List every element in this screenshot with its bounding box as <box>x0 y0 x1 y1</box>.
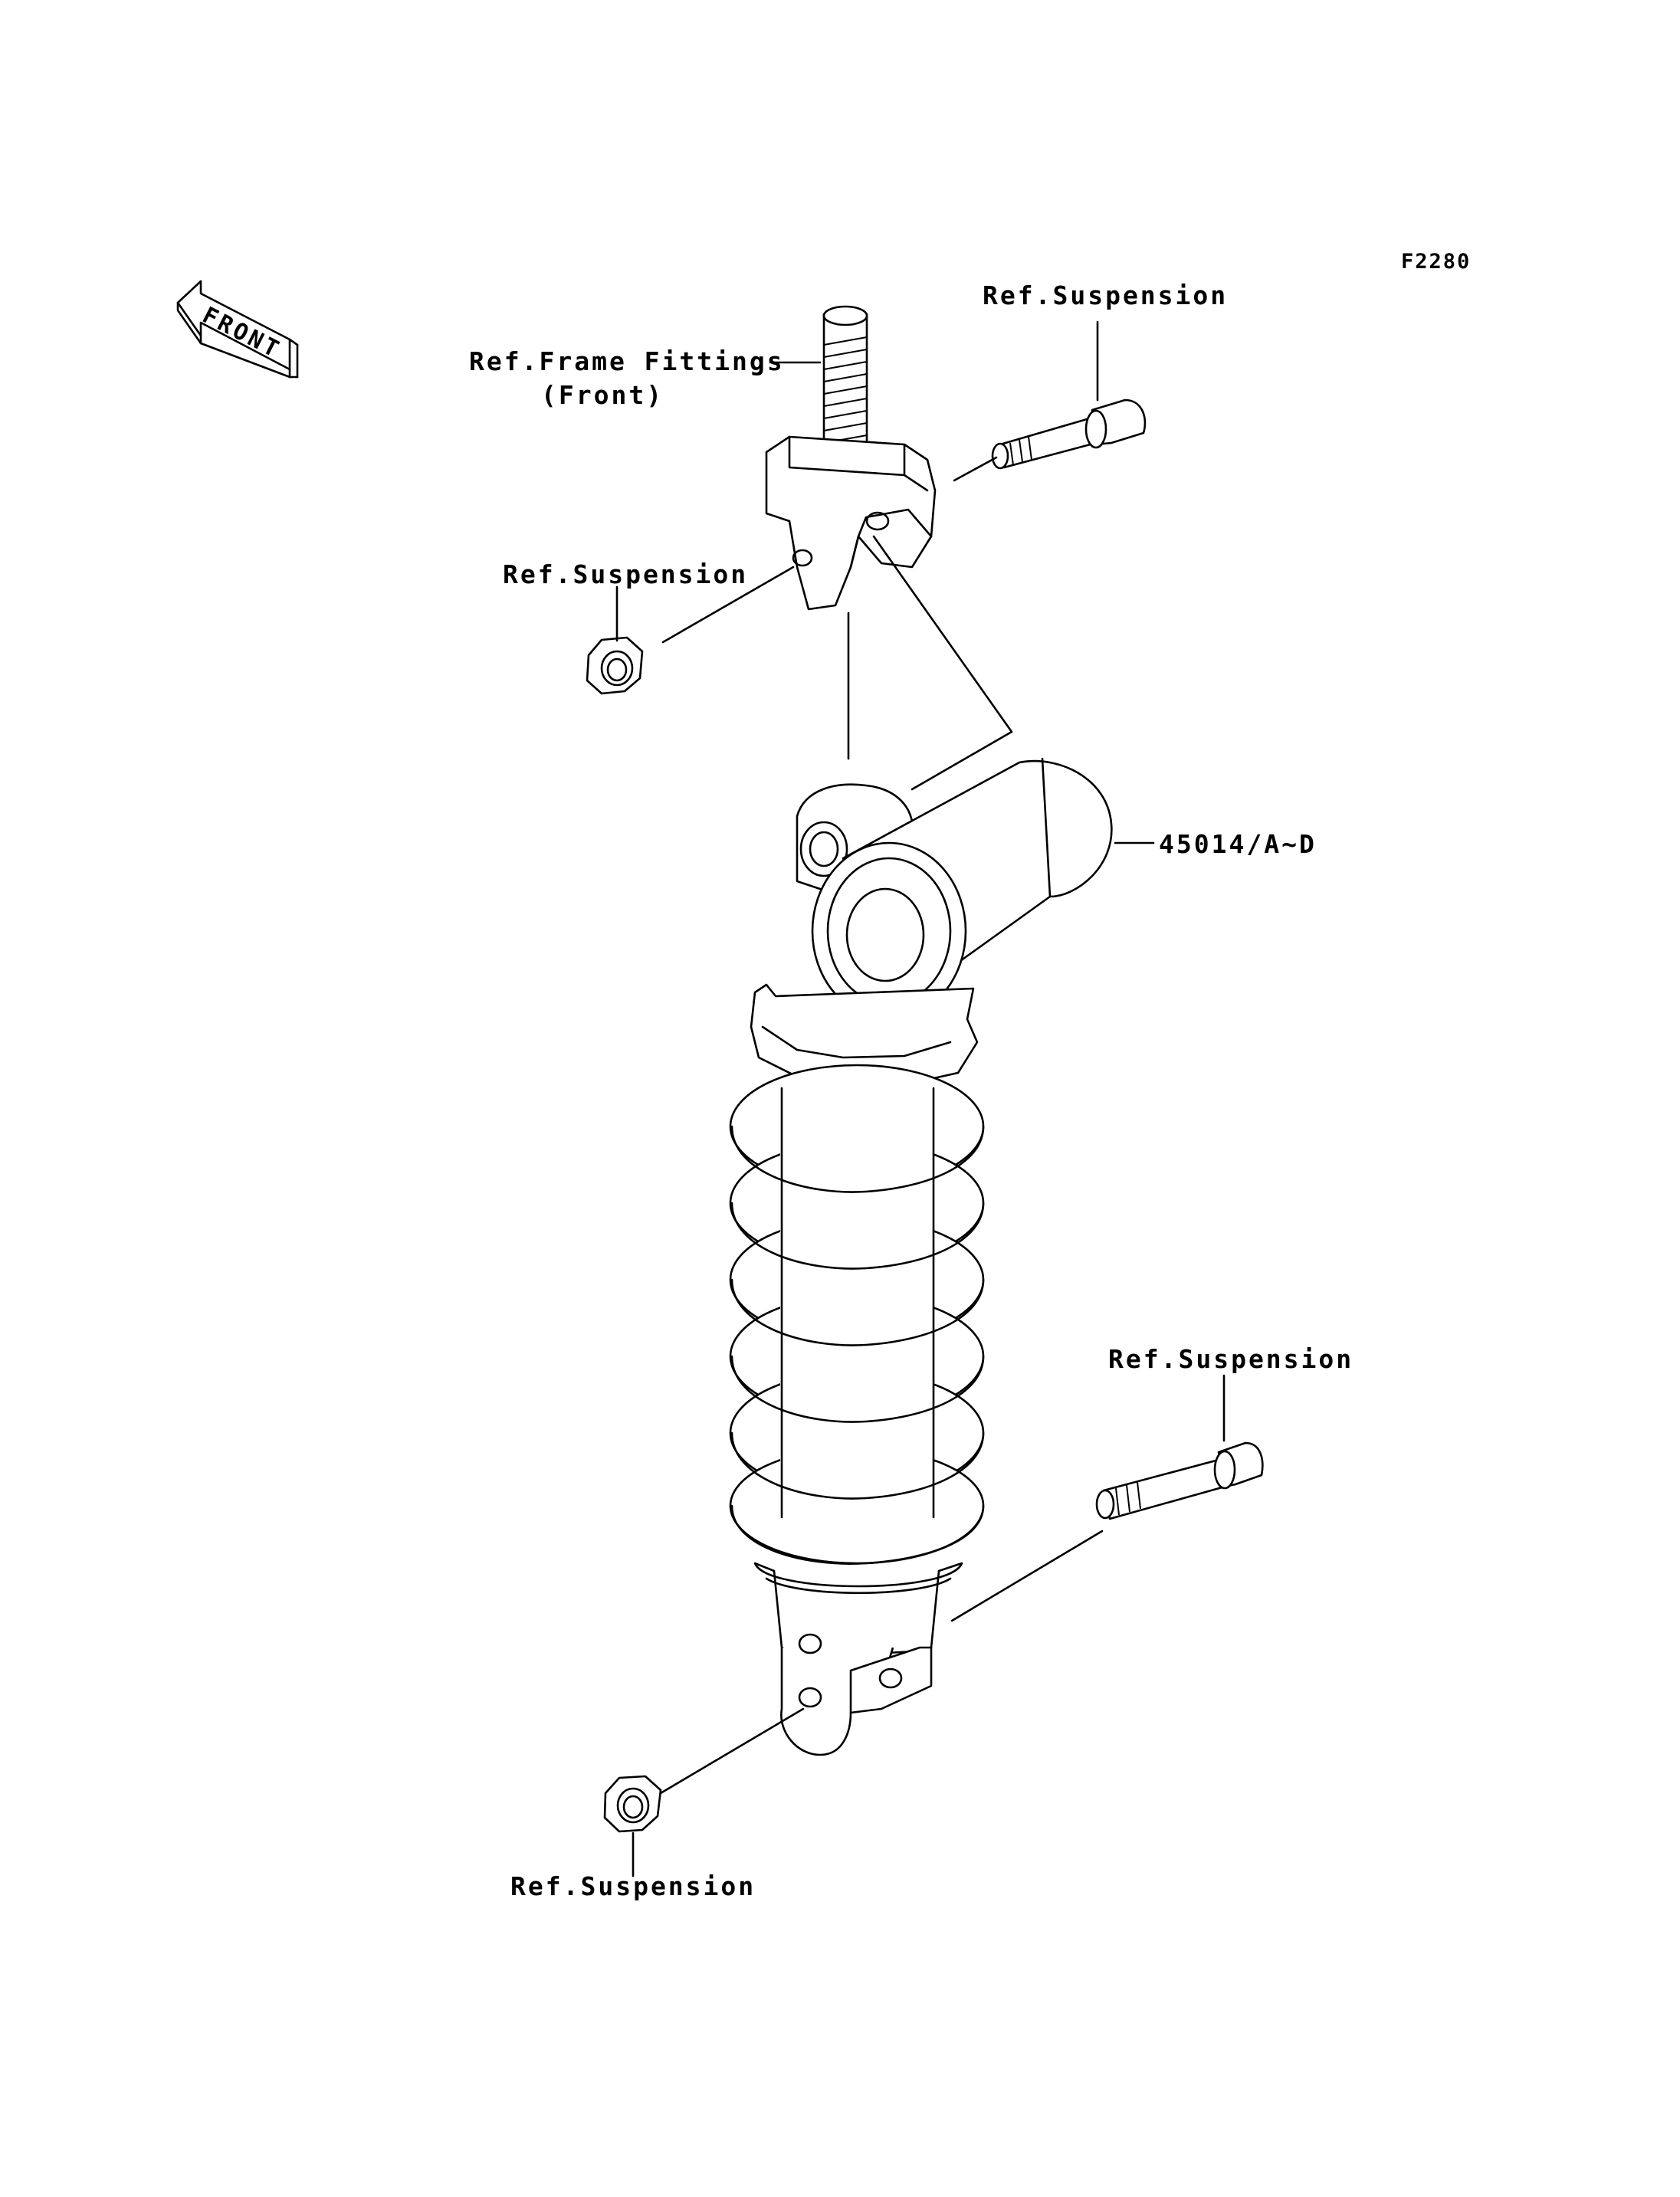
front-arrow-icon: FRONT <box>176 280 299 379</box>
label-bottom-bolt: Ref.Suspension <box>1108 1344 1354 1374</box>
bottom-bolt <box>1095 1441 1264 1520</box>
label-bottom-nut: Ref.Suspension <box>510 1871 756 1901</box>
label-top-nut: Ref.Suspension <box>503 559 749 589</box>
label-frame-fittings-front: (Front) <box>541 380 664 410</box>
frame-fitting-bracket <box>765 305 937 611</box>
leader-lines <box>615 320 1226 1877</box>
top-nut <box>586 636 644 695</box>
front-arrow-text: FRONT <box>198 302 285 364</box>
label-top-bolt: Ref.Suspension <box>983 280 1229 310</box>
label-frame-fittings: Ref.Frame Fittings <box>469 346 785 376</box>
top-bolt <box>991 398 1147 470</box>
diagram-code: F2280 <box>1401 250 1472 274</box>
label-part-number: 45014/A~D <box>1159 829 1317 859</box>
shock-absorber <box>729 757 1113 1756</box>
bottom-nut <box>603 1775 662 1833</box>
